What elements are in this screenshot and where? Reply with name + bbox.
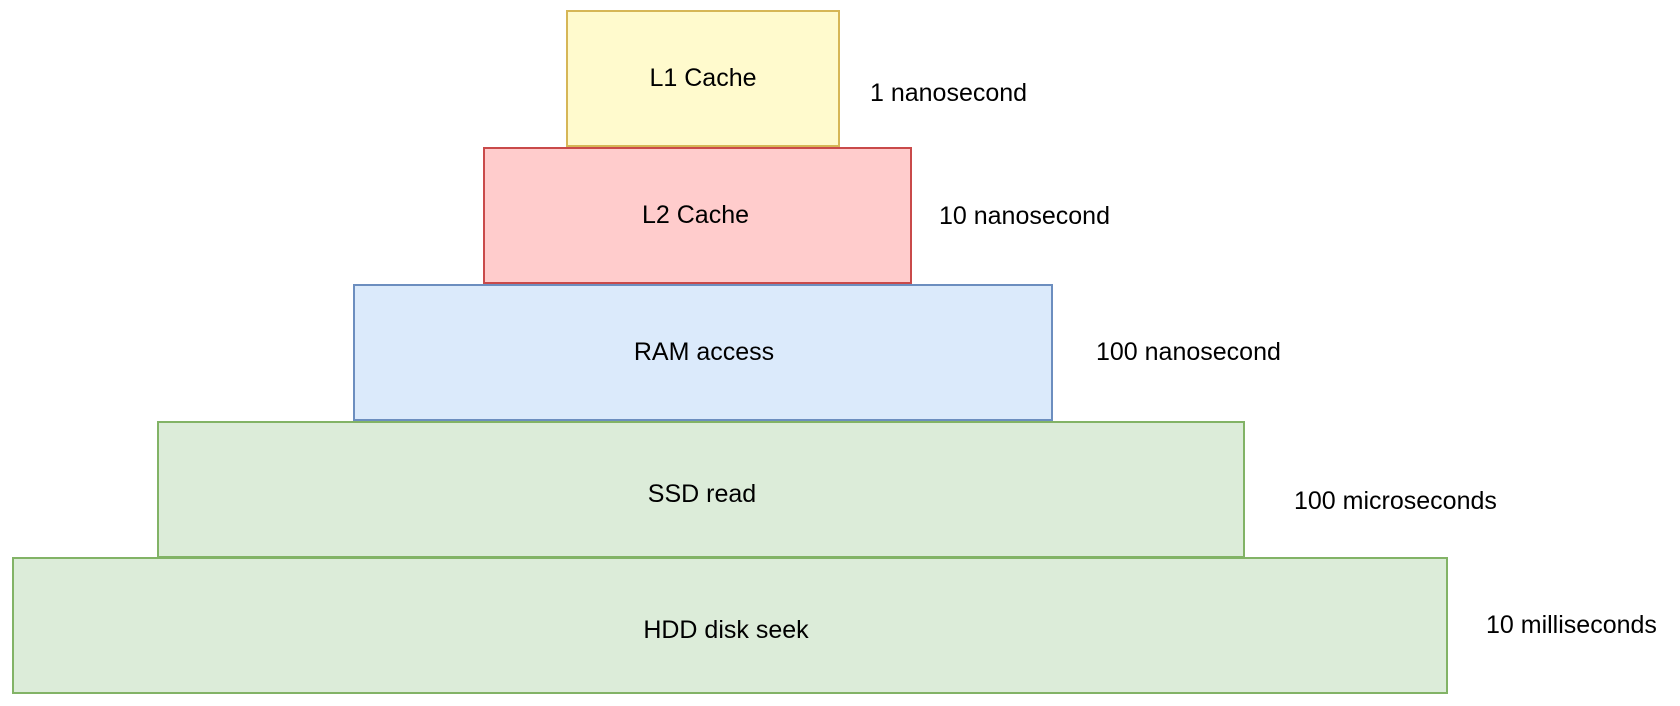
- tier-label: L2 Cache: [641, 201, 750, 229]
- tier-label: HDD disk seek: [643, 616, 809, 644]
- tier-l2-cache: L2 Cache: [483, 147, 912, 284]
- tier-label: SSD read: [647, 480, 757, 508]
- latency-label-l1-cache: 1 nanosecond: [870, 79, 1028, 107]
- latency-label-ram-access: 100 nanosecond: [1096, 338, 1281, 366]
- tier-l1-cache: L1 Cache: [566, 10, 840, 147]
- tier-label: RAM access: [633, 338, 775, 366]
- tier-label: L1 Cache: [649, 64, 757, 92]
- latency-label-l2-cache: 10 nanosecond: [939, 202, 1110, 230]
- tier-ram-access: RAM access: [353, 284, 1053, 421]
- latency-label-hdd-disk-seek: 10 milliseconds: [1486, 611, 1657, 639]
- tier-hdd-disk-seek: HDD disk seek: [12, 557, 1448, 694]
- tier-ssd-read: SSD read: [157, 421, 1245, 558]
- latency-label-ssd-read: 100 microseconds: [1294, 487, 1497, 515]
